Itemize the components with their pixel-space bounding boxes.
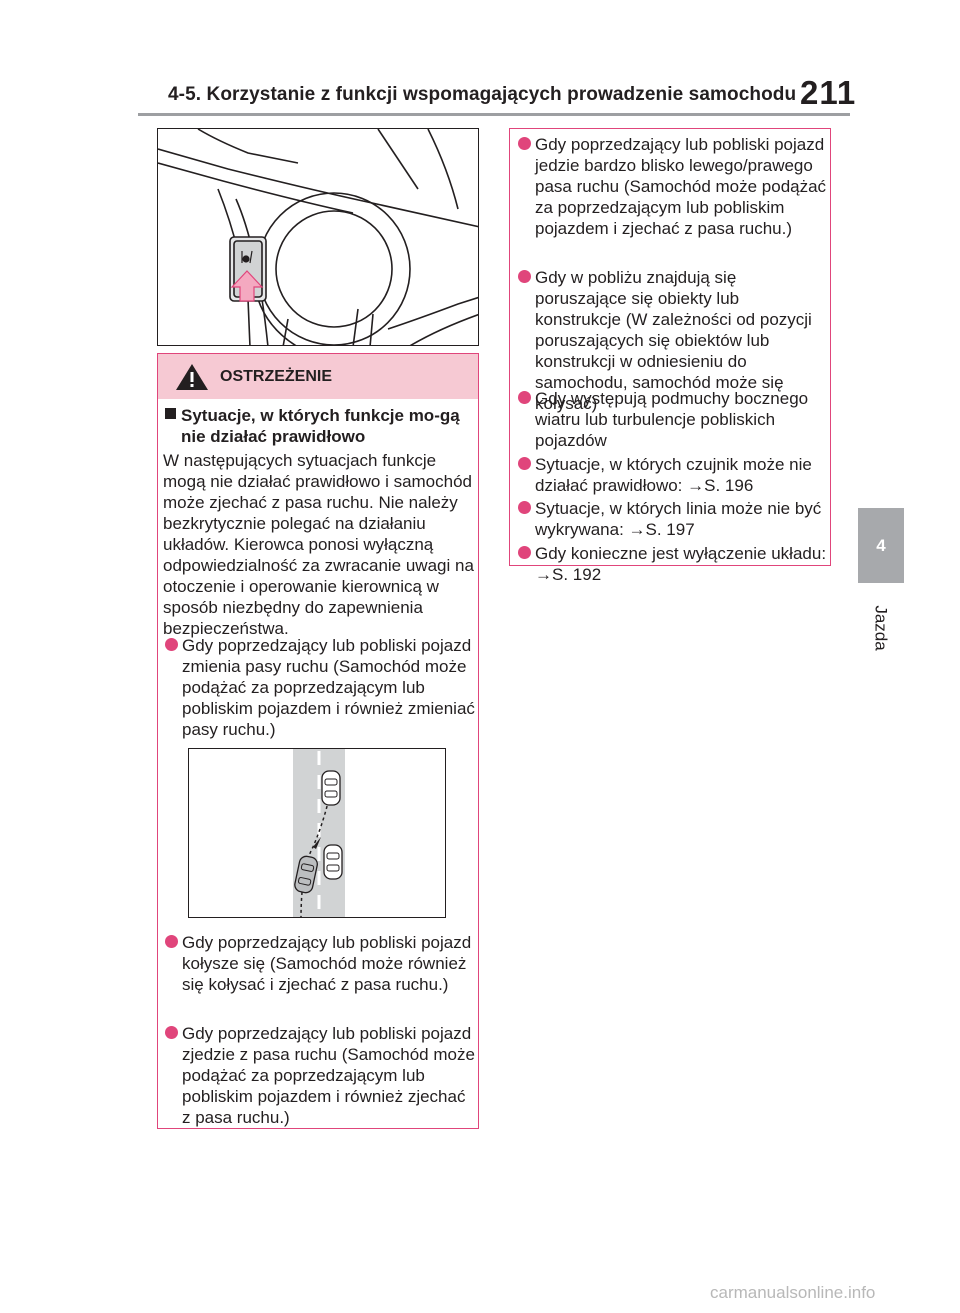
list-item: Gdy konieczne jest wyłączenie układu: →S…	[518, 543, 828, 585]
bullet-dot-icon	[165, 1026, 178, 1039]
chapter-number: 4	[876, 535, 886, 555]
chapter-label: Jazda	[872, 605, 891, 651]
list-item: Gdy w pobliżu znajdują się poruszające s…	[518, 267, 828, 414]
list-item: Sytuacje, w których czujnik może nie dzi…	[518, 454, 828, 496]
own-car	[294, 855, 318, 894]
warning-triangle-icon	[176, 363, 208, 390]
lane-change-illustration	[188, 748, 446, 918]
chapter-tab[interactable]: 4	[858, 508, 904, 583]
bullet-dot-icon	[518, 546, 531, 559]
car-adjacent	[323, 844, 343, 880]
warning-header: OSTRZEŻENIE	[158, 354, 478, 399]
header-rule	[138, 113, 850, 116]
list-item: Gdy poprzedzający lub pobliski pojazd zj…	[165, 1023, 477, 1128]
list-item: Gdy występują podmuchy bocznego wiatru l…	[518, 388, 828, 451]
list-item: Gdy poprzedzający lub pobliski pojazd ko…	[165, 932, 477, 995]
bullet-dot-icon	[518, 457, 531, 470]
list-item: Gdy poprzedzający lub pobliski pojazd zm…	[165, 635, 477, 740]
warning-box-continued	[509, 128, 831, 566]
list-item: Sytuacje, w których linia może nie być w…	[518, 498, 828, 540]
page-number: 211	[800, 74, 857, 111]
watermark: carmanualsonline.info	[710, 1283, 876, 1302]
warning-intro: W następujących sytuacjach funkcje mogą …	[163, 451, 474, 638]
bullet-dot-icon	[165, 638, 178, 651]
bullet-dot-icon	[518, 391, 531, 404]
warning-box: OSTRZEŻENIE	[157, 353, 479, 1129]
bullet-dot-icon	[518, 270, 531, 283]
bullet-dot-icon	[518, 137, 531, 150]
bullet-dot-icon	[165, 935, 178, 948]
header-title: 4-5. Korzystanie z funkcji wspomagającyc…	[168, 84, 797, 105]
section-heading: Sytuacje, w których funkcje mo-gą nie dz…	[165, 405, 475, 447]
warning-title: OSTRZEŻENIE	[220, 367, 333, 385]
steering-wheel-illustration	[157, 128, 479, 346]
car-ahead	[321, 770, 341, 806]
square-bullet-icon	[165, 408, 176, 419]
list-item: Gdy poprzedzający lub pobliski pojazd je…	[518, 134, 828, 239]
bullet-dot-icon	[518, 501, 531, 514]
